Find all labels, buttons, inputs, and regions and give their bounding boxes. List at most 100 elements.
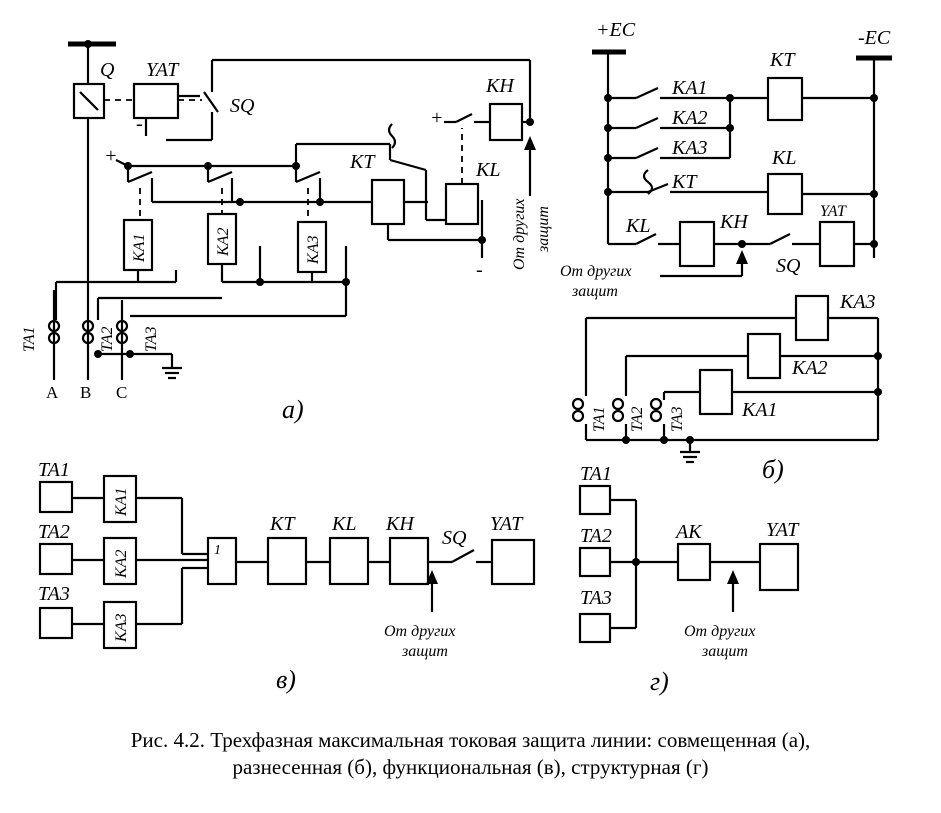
- from-other-b-1: От других: [560, 263, 631, 280]
- label-ta3-v: TA3: [38, 583, 70, 605]
- block-ka2-v: [102, 536, 138, 586]
- switch-sq-v: [451, 549, 475, 563]
- ct-ta1-a: [47, 319, 61, 345]
- label-kl-v: KL: [331, 513, 356, 535]
- svg-text:-: -: [476, 259, 483, 281]
- subfig-b-label: б): [762, 455, 784, 484]
- scheme-b-dc-circuit: +EC -EC KA1 KA2 KA3 KT: [560, 19, 892, 300]
- label-ka1-b: KA1: [741, 399, 778, 421]
- relay-kl-b: [766, 172, 804, 216]
- block-kt-v: [266, 536, 308, 586]
- ct-ta2-b: [611, 397, 625, 423]
- kt-time-contact-a: [387, 123, 397, 149]
- label-ta2-a: TA2: [99, 327, 116, 352]
- relay-kl-a: [444, 182, 480, 226]
- label-kh-a: KH: [485, 75, 515, 97]
- block-ta1-v: [38, 480, 74, 514]
- coil-ka1-b: [698, 368, 734, 416]
- ct-ta3-b: [649, 397, 663, 423]
- label-ta3-b: TA3: [669, 407, 686, 432]
- label-sq-b: SQ: [776, 255, 801, 277]
- ct-ta1-b: [571, 397, 585, 423]
- block-ta2-v: [38, 542, 74, 576]
- caption-line-1: Рис. 4.2. Трехфазная максимальная токова…: [130, 728, 811, 752]
- coil-ka3-b: [794, 294, 830, 342]
- scheme-g-structural: TA1 TA2 TA3 AK YAT От других защит г): [578, 463, 800, 696]
- from-other-v-1: От других: [384, 623, 455, 640]
- label-ak-g: AK: [674, 521, 703, 543]
- coil-ka2-b: [746, 332, 782, 380]
- scheme-a-combined: Q YAT - SQ +: [21, 40, 552, 424]
- ct-ta3-a: [115, 319, 129, 345]
- block-ka1-v: [102, 474, 138, 524]
- label-ka1-b-contact: KA1: [671, 77, 708, 99]
- label-ka1-a: KA1: [131, 234, 148, 263]
- label-ta2-v: TA2: [38, 521, 70, 543]
- label-yat-g: YAT: [766, 519, 800, 541]
- from-other-v-2: защит: [401, 643, 448, 660]
- svg-text:-: -: [136, 113, 143, 135]
- label-ka3-a: KA3: [305, 236, 322, 265]
- label-kh-b: KH: [719, 211, 749, 233]
- block-yat-g: [758, 542, 800, 592]
- contact-ka2-a: [207, 170, 233, 184]
- switch-sq-a: [203, 91, 219, 113]
- label-ta3-a: TA3: [143, 327, 160, 352]
- label-sq-v: SQ: [442, 527, 467, 549]
- block-ta3-v: [38, 606, 74, 640]
- label-ka2-b: KA2: [791, 357, 828, 379]
- block-ta1-g: [578, 484, 612, 516]
- relay-kh-a: [488, 102, 524, 142]
- from-other-vertical-1: От других: [511, 199, 528, 270]
- label-ta2-g: TA2: [580, 525, 612, 547]
- label-kl-b: KL: [771, 147, 796, 169]
- label-plus-ec: +EC: [596, 19, 636, 41]
- label-ka2-b-contact: KA2: [671, 107, 708, 129]
- block-kh-v: [388, 536, 430, 586]
- from-other-g-1: От других: [684, 623, 755, 640]
- label-minus-ec: -EC: [858, 27, 891, 49]
- label-ka1-v: KA1: [113, 488, 130, 517]
- label-sq-a: SQ: [230, 95, 255, 117]
- coil-yat-a: [132, 82, 180, 120]
- from-other-b-2: защит: [571, 283, 618, 300]
- block-ta2-g: [578, 546, 612, 578]
- coil-yat-b: [818, 220, 856, 268]
- subfig-v-label: в): [276, 665, 296, 694]
- label-q: Q: [100, 59, 115, 81]
- label-yat-b: YAT: [820, 203, 847, 220]
- svg-text:+: +: [430, 107, 444, 129]
- subfig-a-label: а): [282, 395, 304, 424]
- label-ka3-b: KA3: [839, 291, 876, 313]
- label-yat-a: YAT: [146, 59, 180, 81]
- label-kl-b-contact: KL: [625, 215, 650, 237]
- label-ka3-v: KA3: [113, 614, 130, 643]
- scheme-v-functional: TA1 TA2 TA3 KA1 KA2 KA3 1 KT KL KH: [38, 459, 536, 694]
- label-kt-b: KT: [769, 49, 796, 71]
- label-ka2-v: KA2: [113, 550, 130, 579]
- scheme-b-ac-circuit: KA3 KA2 KA1 TA1 TA2 TA3: [571, 291, 882, 484]
- block-or-v: [206, 536, 238, 586]
- plus-a: +: [104, 145, 118, 167]
- ct-ta2-a: [81, 319, 95, 345]
- label-kh-v: KH: [385, 513, 415, 535]
- contact-ka3-a: [295, 170, 321, 184]
- label-ta2-b: TA2: [629, 407, 646, 432]
- contact-ka1-a: [127, 170, 153, 184]
- block-ta3-g: [578, 612, 612, 644]
- relay-kt-a: [370, 178, 406, 226]
- label-ka3-b-contact: KA3: [671, 137, 708, 159]
- label-ta1-g: TA1: [580, 463, 612, 485]
- from-other-g-2: защит: [701, 643, 748, 660]
- label-kl-a: KL: [475, 159, 500, 181]
- block-ak-g: [676, 542, 712, 582]
- label-kt-a: KT: [349, 151, 376, 173]
- phase-a-label: A: [46, 383, 59, 402]
- label-ta1-v: TA1: [38, 459, 70, 481]
- block-kl-v: [328, 536, 370, 586]
- label-yat-v: YAT: [490, 513, 524, 535]
- subfig-g-label: г): [650, 667, 669, 696]
- relay-kh-b: [678, 220, 716, 268]
- relay-kt-b: [766, 76, 804, 122]
